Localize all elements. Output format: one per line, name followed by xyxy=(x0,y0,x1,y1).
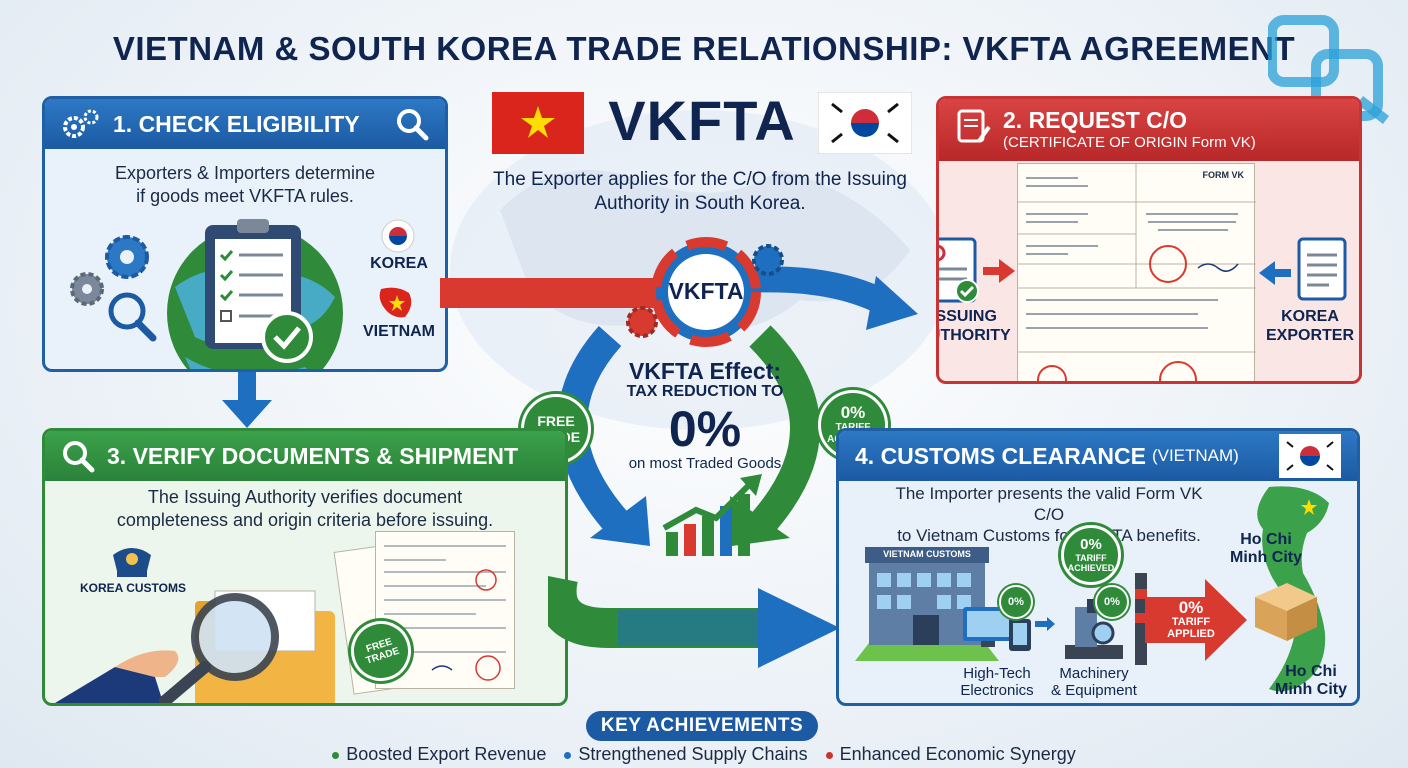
document-pen-icon xyxy=(957,109,991,143)
certificate-lines xyxy=(1018,164,1256,381)
bullet-dot-green xyxy=(332,751,340,759)
step4-heading: 4. CUSTOMS CLEARANCE xyxy=(855,442,1146,469)
step3-header: 3. VERIFY DOCUMENTS & SHIPMENT xyxy=(45,431,565,481)
machinery-label: Machinery & Equipment xyxy=(1051,665,1137,699)
small-arrow-icon xyxy=(1035,617,1055,631)
electronics-icon xyxy=(963,607,1031,651)
globe-clipboard-illustration xyxy=(70,219,343,369)
step3-card: 3. VERIFY DOCUMENTS & SHIPMENT The Issui… xyxy=(42,428,568,706)
certificate-form-vk: FORM VK xyxy=(1017,163,1256,381)
city-label-bottom: Ho Chi Minh City xyxy=(1275,663,1347,698)
machinery-zero-badge: 0% xyxy=(1095,585,1129,619)
step1-header: 1. CHECK ELIGIBILITY xyxy=(45,99,445,149)
effect-value: 0% xyxy=(668,401,742,457)
step4-header: 4. CUSTOMS CLEARANCE (VIETNAM) xyxy=(839,431,1357,481)
issuing-authority-document-icon xyxy=(939,237,979,303)
shipment-arrow-icon xyxy=(548,576,840,668)
step2-header: 2. REQUEST C/O (CERTIFICATE OF ORIGIN Fo… xyxy=(939,99,1359,161)
step1-description: Exporters & Importers determine if goods… xyxy=(114,163,376,206)
step2-subheading: (CERTIFICATE OF ORIGIN Form VK) xyxy=(1003,134,1256,151)
electronics-label: High-Tech Electronics xyxy=(960,665,1034,699)
key-achievements-list: Boosted Export Revenue Strengthened Supp… xyxy=(0,744,1408,765)
gear-cluster-icon xyxy=(70,235,157,342)
vietnam-map-icon xyxy=(379,287,412,318)
page-title: VIETNAM & SOUTH KOREA TRADE RELATIONSHIP… xyxy=(112,30,1296,67)
step2-card: 2. REQUEST C/O (CERTIFICATE OF ORIGIN Fo… xyxy=(936,96,1362,384)
center-intro-text: The Exporter applies for the C/O from th… xyxy=(493,169,907,214)
korea-exporter-document-icon xyxy=(1297,237,1347,301)
arrow-left-icon xyxy=(1259,261,1291,285)
key-item: Strengthened Supply Chains xyxy=(564,744,808,765)
tariff-applied-arrow-icon xyxy=(1145,579,1247,661)
korea-exporter-label: KOREA EXPORTER xyxy=(1265,308,1354,344)
effect-subtitle: TAX REDUCTION TO xyxy=(626,383,784,400)
magnifier-icon xyxy=(63,441,95,473)
issuing-authority-label: ISSUING AUTHORITY xyxy=(936,308,1011,344)
key-item: Enhanced Economic Synergy xyxy=(825,744,1076,765)
korea-flag-icon xyxy=(381,219,415,253)
step1-card: 1. CHECK ELIGIBILITY Exporters & Importe… xyxy=(42,96,448,372)
step2-heading: 2. REQUEST C/O xyxy=(1003,107,1188,133)
hub-label: VKFTA xyxy=(668,278,744,304)
korea-flag-small-icon xyxy=(1279,434,1341,478)
korea-customs-label: KOREA CUSTOMS xyxy=(79,581,186,595)
bullet-dot-blue xyxy=(564,751,572,759)
bullet-dot-red xyxy=(825,751,833,759)
step3-description: The Issuing Authority verifies document … xyxy=(116,487,494,530)
arrow-right-icon xyxy=(983,259,1015,283)
search-icon xyxy=(397,109,429,141)
gears-icon xyxy=(63,109,99,138)
step4-heading-suffix: (VIETNAM) xyxy=(1151,446,1239,465)
customs-building-sign: VIETNAM CUSTOMS xyxy=(883,549,971,559)
electronics-zero-badge: 0% xyxy=(999,585,1033,619)
form-vk-label: FORM VK xyxy=(1202,170,1245,180)
key-item: Boosted Export Revenue xyxy=(332,744,546,765)
magnifier-folder-illustration xyxy=(55,590,335,703)
korea-label: KOREA xyxy=(370,255,428,272)
city-label-top: Ho Chi Minh City xyxy=(1230,531,1302,566)
key-achievements-title: KEY ACHIEVEMENTS xyxy=(586,711,818,741)
vietnam-label: VIETNAM xyxy=(363,323,435,340)
step3-heading: 3. VERIFY DOCUMENTS & SHIPMENT xyxy=(107,442,519,469)
korea-customs-emblem-icon xyxy=(113,548,151,577)
down-arrow-icon xyxy=(222,372,272,428)
effect-note: on most Traded Goods xyxy=(628,455,782,472)
cargo-box-icon xyxy=(1255,583,1317,641)
step1-heading: 1. CHECK ELIGIBILITY xyxy=(113,110,360,137)
step4-description: The Importer presents the valid Form VK … xyxy=(895,484,1203,545)
barrier-gate-icon xyxy=(1135,573,1147,665)
tariff-applied-label: 0% TARIFF APPLIED xyxy=(1167,598,1215,640)
vietnam-flag-icon xyxy=(492,92,584,154)
growth-chart-icon xyxy=(662,474,762,556)
vkfta-hub-gear-icon xyxy=(626,237,784,347)
step4-card: 4. CUSTOMS CLEARANCE (VIETNAM) The Impor… xyxy=(836,428,1360,706)
vkfta-logo: VKFTA xyxy=(608,89,796,152)
effect-title: VKFTA Effect: xyxy=(628,358,782,384)
korea-flag-large-icon xyxy=(818,92,912,154)
